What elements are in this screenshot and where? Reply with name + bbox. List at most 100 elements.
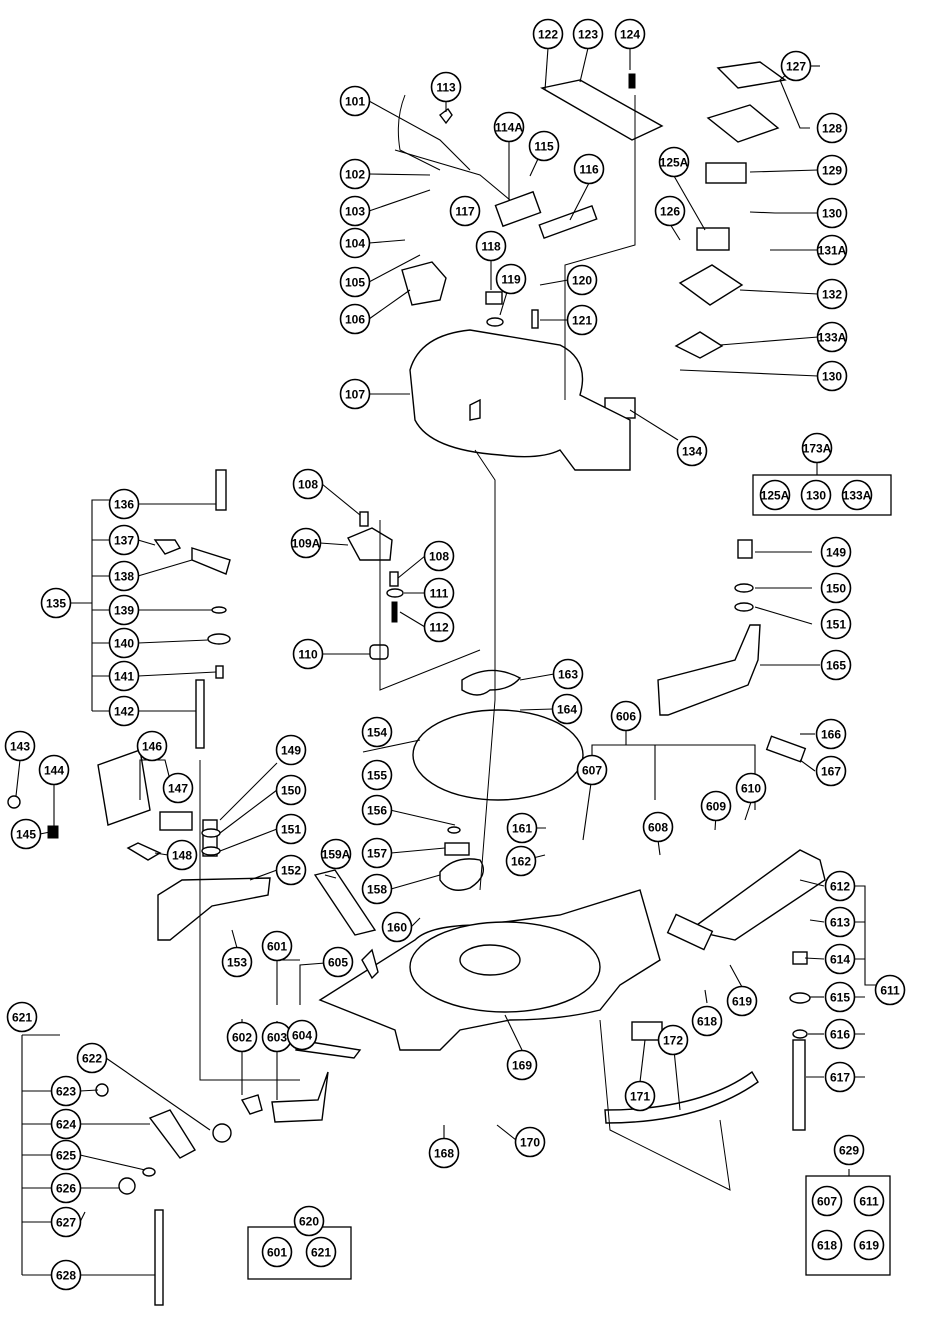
callout-circle xyxy=(824,906,856,938)
callout-circle xyxy=(841,479,873,511)
callout-143: 143 xyxy=(4,730,36,762)
callout-circle xyxy=(261,930,293,962)
washer-616-drawing xyxy=(792,1029,808,1039)
callout-circle xyxy=(361,759,393,791)
callout-126: 126 xyxy=(654,195,686,227)
stop-618-drawing xyxy=(666,913,714,951)
callout-number: 103 xyxy=(345,205,365,219)
callout-107: 107 xyxy=(339,378,371,410)
callout-circle xyxy=(735,772,767,804)
callout-circle xyxy=(820,572,852,604)
callout-102: 102 xyxy=(339,158,371,190)
callout-number: 132 xyxy=(822,288,842,302)
callout-number: 610 xyxy=(741,782,761,796)
washer-111-drawing xyxy=(386,588,404,598)
callout-140: 140 xyxy=(108,627,140,659)
callout-164: 164 xyxy=(551,693,583,725)
callout-number: 127 xyxy=(786,60,806,74)
callout-132: 132 xyxy=(816,278,848,310)
callout-number: 141 xyxy=(114,670,134,684)
washer-625-drawing xyxy=(142,1167,156,1177)
callout-circle xyxy=(816,154,848,186)
callout-601: 601 xyxy=(261,930,293,962)
assembly-line-center xyxy=(474,449,496,891)
callout-number: 125A xyxy=(761,489,790,503)
lever-138-drawing xyxy=(191,547,231,575)
callout-circle xyxy=(874,974,906,1006)
cover-123-drawing xyxy=(540,79,664,141)
callout-618: 618 xyxy=(811,1229,843,1261)
callout-166: 166 xyxy=(815,718,847,750)
callout-number: 165 xyxy=(826,659,846,673)
callout-circle xyxy=(506,812,538,844)
callout-172: 172 xyxy=(657,1024,689,1056)
callout-124: 124 xyxy=(614,18,646,50)
callout-number: 151 xyxy=(826,618,846,632)
callout-613: 613 xyxy=(824,906,856,938)
main-housing-107-drawing xyxy=(409,329,631,471)
callout-number: 153 xyxy=(227,956,247,970)
callout-625: 625 xyxy=(50,1139,82,1171)
callout-circle xyxy=(275,854,307,886)
callout-circle xyxy=(691,1005,723,1037)
callout-number: 168 xyxy=(434,1147,454,1161)
callout-114a: 114A xyxy=(493,111,525,143)
callout-134: 134 xyxy=(676,435,708,467)
callout-circle xyxy=(528,130,560,162)
callout-167: 167 xyxy=(815,755,847,787)
wire-clip-drawing xyxy=(439,107,453,125)
callout-number: 623 xyxy=(56,1085,76,1099)
callout-number: 628 xyxy=(56,1269,76,1283)
callout-number: 618 xyxy=(817,1239,837,1253)
callout-circle xyxy=(820,649,852,681)
callout-159a: 159A xyxy=(320,838,352,870)
fence-165-drawing xyxy=(657,624,761,716)
callout-115: 115 xyxy=(528,130,560,162)
assembly-line-cover xyxy=(564,95,636,400)
callout-number: 611 xyxy=(859,1195,879,1209)
bolt-136-drawing xyxy=(215,469,227,511)
callout-number: 601 xyxy=(267,1246,287,1260)
callout-circle xyxy=(820,608,852,640)
collar-626-drawing xyxy=(118,1177,136,1195)
callout-142: 142 xyxy=(108,695,140,727)
callout-number: 169 xyxy=(512,1059,532,1073)
label-171-drawing xyxy=(631,1021,663,1041)
turntable-center-drawing xyxy=(459,944,521,976)
callout-number: 602 xyxy=(232,1031,252,1045)
callout-108: 108 xyxy=(423,540,455,572)
spring-158-drawing xyxy=(439,858,484,891)
callout-623: 623 xyxy=(50,1075,82,1107)
label-147-drawing xyxy=(159,811,193,831)
callout-number: 167 xyxy=(821,765,841,779)
callout-number: 125A xyxy=(660,156,689,170)
callout-624: 624 xyxy=(50,1108,82,1140)
callout-165: 165 xyxy=(820,649,852,681)
callout-109a: 109A xyxy=(290,527,322,559)
callout-circle xyxy=(4,730,36,762)
callout-number: 624 xyxy=(56,1118,76,1132)
callout-610: 610 xyxy=(735,772,767,804)
callout-number: 622 xyxy=(82,1052,102,1066)
callout-circle xyxy=(275,774,307,806)
callout-121: 121 xyxy=(566,304,598,336)
callout-number: 603 xyxy=(267,1031,287,1045)
spring-108a-drawing xyxy=(359,511,369,527)
callout-circle xyxy=(290,527,322,559)
callout-circle xyxy=(108,627,140,659)
callout-621: 621 xyxy=(305,1236,337,1268)
nut-118-drawing xyxy=(485,291,503,305)
callout-circle xyxy=(162,772,194,804)
lever-624-drawing xyxy=(148,1109,196,1159)
callout-number: 124 xyxy=(620,28,640,42)
callout-number: 156 xyxy=(367,804,387,818)
callout-circle xyxy=(801,432,833,464)
callout-150: 150 xyxy=(820,572,852,604)
callout-number: 143 xyxy=(10,740,30,754)
callout-circle xyxy=(824,870,856,902)
callout-number: 112 xyxy=(429,621,449,635)
callout-number: 130 xyxy=(822,207,842,221)
wiring-harness-drawing xyxy=(394,149,511,201)
callout-number: 161 xyxy=(512,822,532,836)
